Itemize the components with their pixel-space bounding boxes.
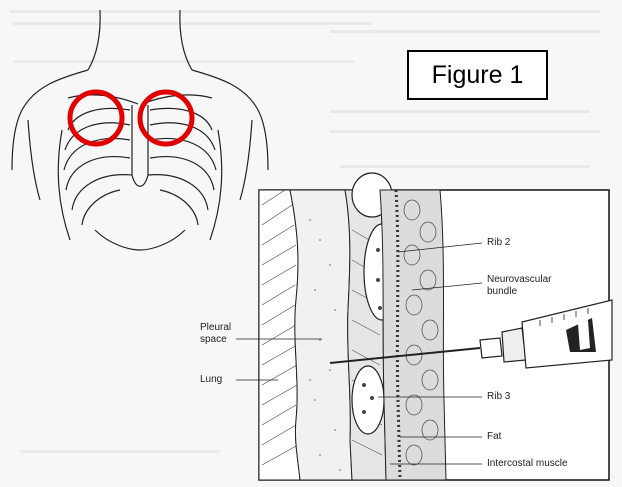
- figure-label: Figure 1: [432, 61, 524, 90]
- lung-label: Lung: [200, 374, 222, 385]
- pleural-label-line2: space: [200, 334, 227, 345]
- figure-label-box: Figure 1: [407, 50, 548, 100]
- neurovascular-label-line1: Neurovascular: [487, 274, 551, 285]
- neurovascular-label-line2: bundle: [487, 286, 517, 297]
- fat-label: Fat: [487, 431, 501, 442]
- rib-3-label: Rib 3: [487, 391, 510, 402]
- rib-2-label: Rib 2: [487, 237, 510, 248]
- torso-outline-icon: [12, 10, 268, 250]
- pleural-label-line1: Pleural: [200, 322, 231, 333]
- intercostal-muscle-label: Intercostal muscle: [487, 458, 568, 469]
- rib-3-shape: [352, 366, 384, 434]
